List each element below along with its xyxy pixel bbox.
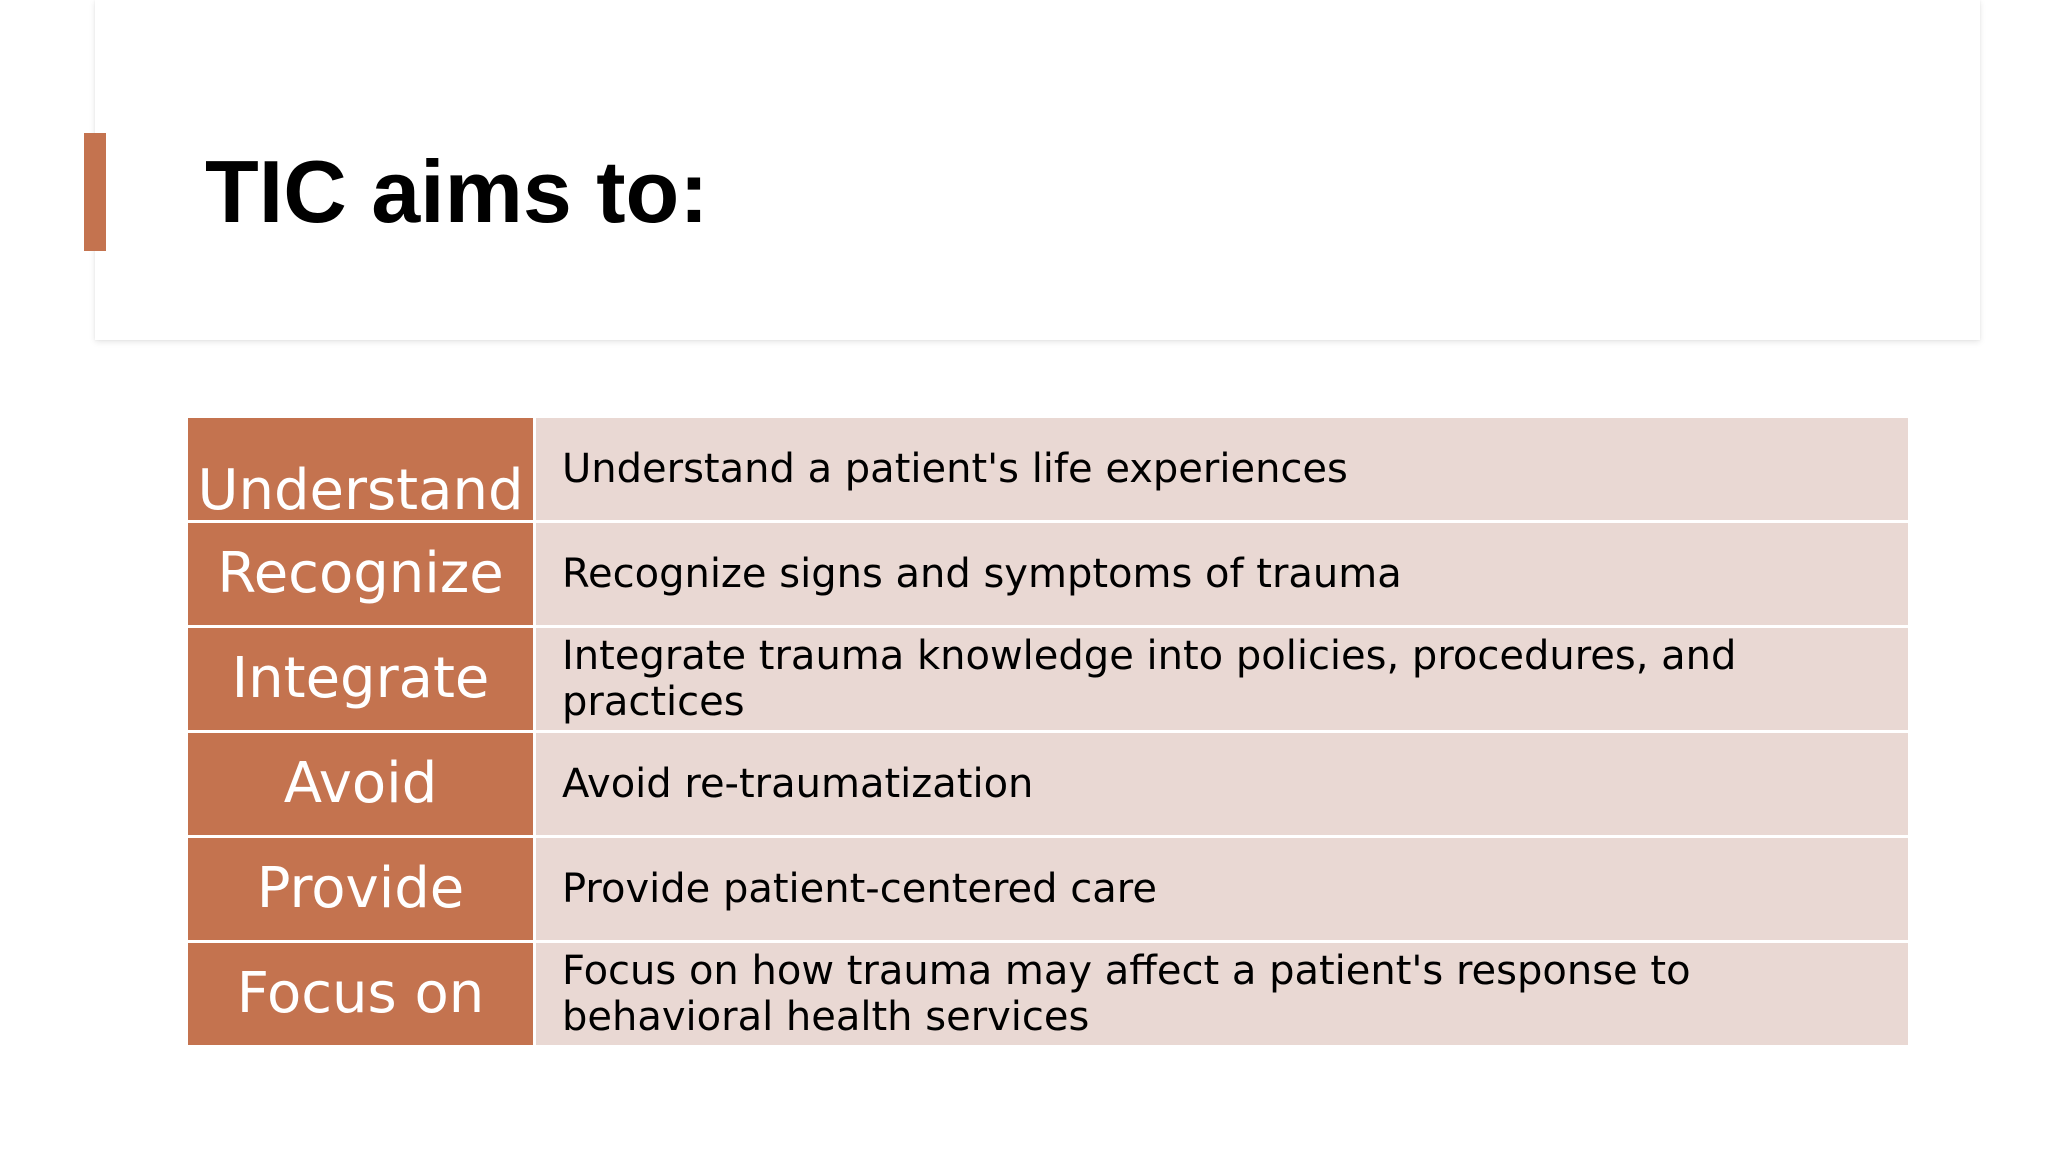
aim-description: Provide patient-centered care: [536, 838, 1908, 940]
aim-description: Avoid re-traumatization: [536, 733, 1908, 835]
aim-row-understand: Understand Understand a patient's life e…: [188, 418, 1908, 520]
aim-row-integrate: Integrate Integrate trauma knowledge int…: [188, 628, 1908, 730]
aim-keyword: Integrate: [188, 628, 533, 730]
aim-keyword: Recognize: [188, 523, 533, 625]
aim-description: Understand a patient's life experiences: [536, 418, 1908, 520]
aims-list: Understand Understand a patient's life e…: [188, 418, 1908, 1045]
row-divider: [533, 943, 536, 1045]
aim-row-recognize: Recognize Recognize signs and symptoms o…: [188, 523, 1908, 625]
aim-keyword: Understand: [188, 418, 533, 520]
row-divider: [533, 523, 536, 625]
aim-row-focus-on: Focus on Focus on how trauma may affect …: [188, 943, 1908, 1045]
row-divider: [533, 838, 536, 940]
aim-keyword: Focus on: [188, 943, 533, 1045]
aim-row-avoid: Avoid Avoid re-traumatization: [188, 733, 1908, 835]
aim-description: Integrate trauma knowledge into policies…: [536, 628, 1908, 730]
row-divider: [533, 628, 536, 730]
row-divider: [533, 418, 536, 520]
title-accent-bar: [84, 133, 106, 251]
aim-keyword: Avoid: [188, 733, 533, 835]
aim-description: Focus on how trauma may affect a patient…: [536, 943, 1908, 1045]
aim-keyword: Provide: [188, 838, 533, 940]
aim-row-provide: Provide Provide patient-centered care: [188, 838, 1908, 940]
slide-title: TIC aims to:: [205, 142, 709, 241]
aim-description: Recognize signs and symptoms of trauma: [536, 523, 1908, 625]
title-panel: [95, 0, 1980, 340]
row-divider: [533, 733, 536, 835]
